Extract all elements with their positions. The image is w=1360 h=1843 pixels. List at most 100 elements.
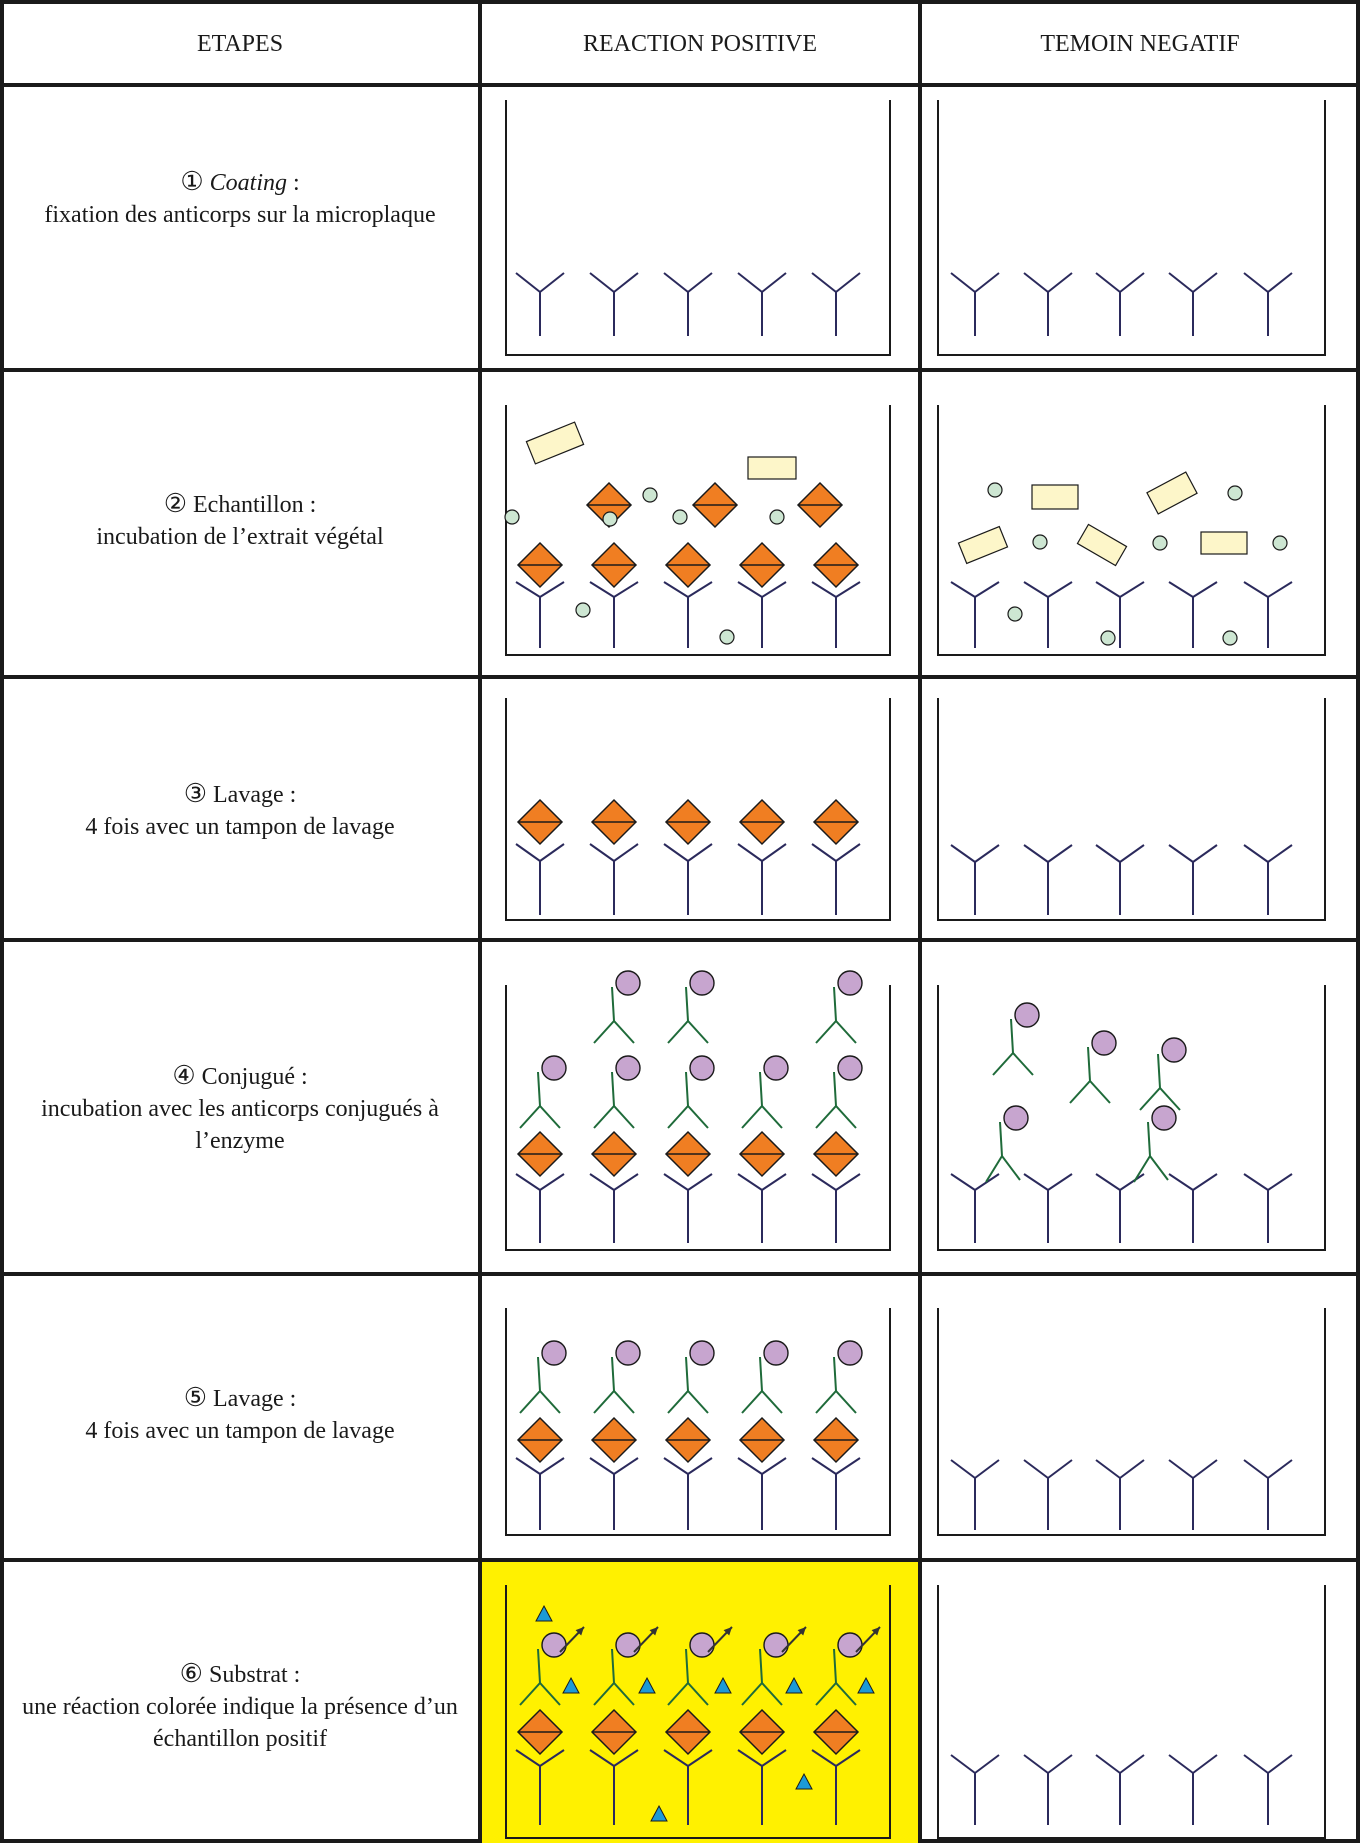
contaminant-rect-icon [1201, 532, 1247, 554]
capture-antibody-icon [1244, 845, 1292, 915]
header-positive-label: REACTION POSITIVE [583, 31, 817, 57]
microplate-well [938, 1585, 1325, 1838]
antigen-icon [814, 800, 858, 844]
step-5-colon: : [284, 1386, 297, 1412]
capture-antibody-icon [516, 1458, 564, 1530]
antibody-stroke [1169, 845, 1217, 915]
antibody-stroke [738, 273, 786, 336]
capture-antibody-icon [812, 273, 860, 336]
enzyme-icon [764, 1341, 788, 1365]
contaminant-circle-icon [643, 488, 657, 502]
capture-antibody-icon [1024, 1460, 1072, 1530]
capture-antibody-icon [664, 1458, 712, 1530]
contaminant-circle-icon [1228, 486, 1242, 500]
step-2-label: ② Echantillon : incubation de l’extrait … [30, 488, 450, 553]
antibody-stroke [1244, 1174, 1292, 1243]
enzyme-icon [1004, 1106, 1028, 1130]
antibody-stroke [738, 1174, 786, 1243]
capture-antibody-icon [738, 582, 786, 648]
contaminant-rect-icon [1147, 472, 1197, 514]
antibody-stroke [1169, 1755, 1217, 1825]
conjugate-stroke [986, 1122, 1020, 1182]
capture-antibody-icon [590, 273, 638, 336]
antibody-stroke [664, 1458, 712, 1530]
contaminant-circle-icon [720, 630, 734, 644]
antigen-icon [740, 800, 784, 844]
antigen-icon [518, 1132, 562, 1176]
step-1-title: Coating [210, 170, 287, 196]
capture-antibody-icon [664, 1174, 712, 1243]
microplate-well [938, 698, 1325, 920]
step-2-colon: : [304, 492, 317, 518]
capture-antibody-icon [738, 1458, 786, 1530]
conjugate-antibody-icon [668, 971, 714, 1043]
antigen-icon [798, 483, 842, 527]
antibody-stroke [812, 1174, 860, 1243]
capture-antibody-icon [738, 1174, 786, 1243]
capture-antibody-icon [1169, 273, 1217, 336]
contaminant-circle-icon [1223, 631, 1237, 645]
antibody-stroke [590, 844, 638, 915]
antibody-stroke [664, 582, 712, 648]
antigen-icon [814, 1132, 858, 1176]
step-1-label: ① Coating : fixation des anticorps sur l… [40, 166, 440, 231]
capture-antibody-icon [1244, 273, 1292, 336]
capture-antibody-icon [951, 273, 999, 336]
conjugate-antibody-icon [993, 1003, 1039, 1075]
step-4-label: ④ Conjugué : incubation avec les anticor… [40, 1060, 440, 1157]
antibody-stroke [1169, 1460, 1217, 1530]
capture-antibody-icon [1169, 1460, 1217, 1530]
conjugate-antibody-icon [594, 1056, 640, 1128]
contaminant-circle-icon [988, 483, 1002, 497]
capture-antibody-icon [1244, 1755, 1292, 1825]
capture-antibody-icon [1096, 273, 1144, 336]
step-5-description: 4 fois avec un tampon de lavage [85, 1418, 394, 1444]
capture-antibody-icon [516, 844, 564, 915]
antigen-icon [666, 1418, 710, 1462]
conjugate-antibody-icon [816, 971, 862, 1043]
contaminant-rect-icon [1077, 524, 1126, 565]
antigen-icon [592, 1418, 636, 1462]
header-steps: ETAPES [0, 28, 480, 60]
enzyme-icon [616, 1633, 640, 1657]
capture-antibody-icon [1024, 273, 1072, 336]
step-6-number: ⑥ [180, 1659, 203, 1688]
step-4-colon: : [295, 1064, 308, 1090]
step-1-description: fixation des anticorps sur la microplaqu… [44, 202, 435, 228]
contaminant-rect-icon [526, 422, 583, 464]
step-6-description: une réaction colorée indique la présence… [22, 1694, 458, 1752]
conjugate-antibody-icon [1070, 1031, 1116, 1103]
enzyme-icon [542, 1341, 566, 1365]
antigen-icon [740, 1132, 784, 1176]
capture-antibody-icon [1096, 1174, 1144, 1243]
enzyme-icon [838, 1056, 862, 1080]
antibody-stroke [1244, 845, 1292, 915]
antibody-stroke [1024, 1460, 1072, 1530]
antigen-icon [518, 543, 562, 587]
contaminant-circle-icon [1008, 607, 1022, 621]
antigen-icon [740, 543, 784, 587]
conjugate-stroke [1134, 1122, 1168, 1182]
capture-antibody-icon [1024, 582, 1072, 648]
capture-antibody-icon [812, 1174, 860, 1243]
antibody-stroke [1024, 1755, 1072, 1825]
conjugate-antibody-icon [816, 1056, 862, 1128]
enzyme-icon [690, 1341, 714, 1365]
conjugate-antibody-icon [742, 1056, 788, 1128]
conjugate-antibody-icon [986, 1106, 1028, 1182]
capture-antibody-icon [1024, 1755, 1072, 1825]
antibody-stroke [664, 844, 712, 915]
enzyme-icon [1092, 1031, 1116, 1055]
antigen-icon [814, 1418, 858, 1462]
conjugate-antibody-icon [1134, 1106, 1176, 1182]
step-5-number: ⑤ [184, 1383, 207, 1412]
antibody-stroke [516, 273, 564, 336]
antibody-stroke [664, 273, 712, 336]
capture-antibody-icon [738, 844, 786, 915]
antibody-stroke [664, 1174, 712, 1243]
antibody-stroke [812, 844, 860, 915]
capture-antibody-icon [1244, 1460, 1292, 1530]
capture-antibody-icon [590, 844, 638, 915]
microplate-well [506, 100, 890, 355]
antibody-stroke [590, 582, 638, 648]
